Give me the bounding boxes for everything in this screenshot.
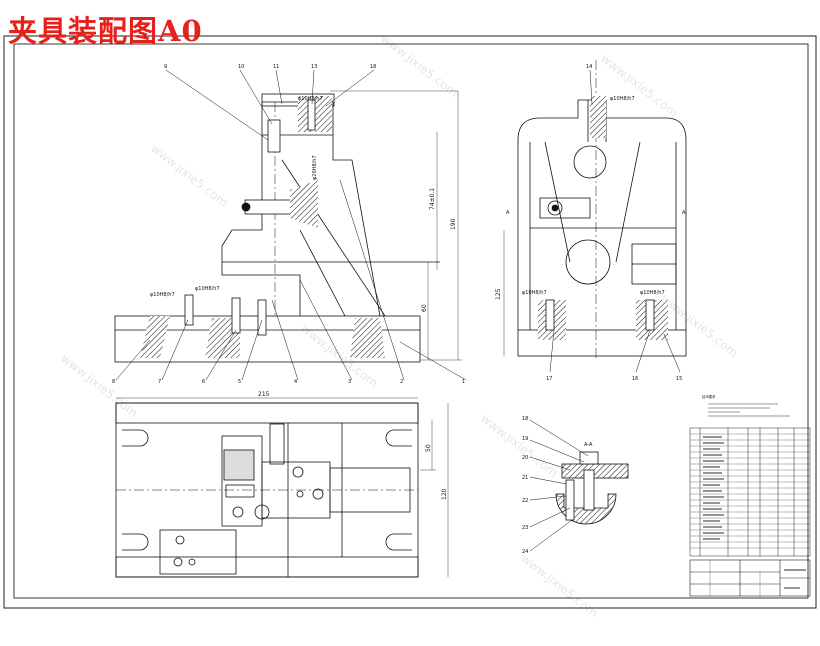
- notes-title: 技术要求: [702, 394, 716, 399]
- section-mark: A: [506, 210, 510, 216]
- callout-19: 19: [522, 436, 528, 442]
- technical-notes: 技术要求: [702, 394, 790, 417]
- side-view-labels: 14 φ10H8/h7 φ10H8/h7 φ10H8/h7 A A 125 17…: [495, 64, 686, 382]
- dimension: 60: [421, 304, 428, 312]
- callout-10: 10: [238, 64, 244, 70]
- dimension: 120: [441, 488, 448, 500]
- plan-view: [115, 397, 449, 578]
- callout-8: 8: [112, 379, 115, 385]
- callout-15: 15: [676, 376, 682, 382]
- section-title: A-A: [584, 442, 593, 448]
- dimension: 215: [258, 391, 270, 398]
- callout-5: 5: [238, 379, 241, 385]
- watermark: www.jixie5.com: [378, 31, 460, 100]
- drawing-title: 夹具装配图A0: [8, 14, 203, 48]
- callout-3: 3: [348, 379, 351, 385]
- callout-18: 18: [370, 64, 376, 70]
- callout-11: 11: [273, 64, 279, 70]
- callout-23: 23: [522, 525, 528, 531]
- callout-24: 24: [522, 549, 528, 555]
- section-view-labels: A-A 18 19 20 21 22 23 24: [522, 416, 593, 555]
- fit-label: φ10H8/h7: [610, 96, 635, 102]
- watermark: www.jixie5.com: [478, 411, 560, 480]
- watermark: www.jixie5.com: [598, 51, 680, 120]
- title-block: [689, 559, 811, 597]
- dimension: 74±0.1: [429, 188, 436, 210]
- watermark: www.jixie5.com: [518, 551, 600, 620]
- callout-17: 17: [546, 376, 552, 382]
- callout-18: 18: [522, 416, 528, 422]
- front-view: [114, 69, 467, 381]
- bom-table: [689, 427, 811, 557]
- callout-14: 14: [586, 64, 592, 70]
- side-view: [503, 60, 687, 373]
- watermark: www.jixie5.com: [148, 141, 230, 210]
- section-view: [529, 419, 629, 552]
- callout-13: 13: [311, 64, 317, 70]
- callout-22: 22: [522, 498, 528, 504]
- plan-view-labels: 215 50 120: [258, 391, 448, 500]
- inner-border: [13, 43, 809, 599]
- fit-label: φ10H8/h7: [640, 290, 665, 296]
- dimension: 190: [450, 218, 457, 230]
- fit-label: φ10H8/h7: [522, 290, 547, 296]
- section-mark: A: [682, 210, 686, 216]
- fit-label: φ20H8/h7: [312, 155, 318, 180]
- dimension: 125: [495, 288, 502, 300]
- fit-label: φ10H8/h7: [150, 292, 175, 298]
- callout-6: 6: [202, 379, 205, 385]
- callout-7: 7: [158, 379, 161, 385]
- callout-16: 16: [632, 376, 638, 382]
- fit-label: φ10H8/h7: [195, 286, 220, 292]
- front-view-labels: 9 10 11 13 18 φ10H8/h7 φ20H8/h7 φ10H8/h7…: [112, 64, 465, 385]
- callout-4: 4: [294, 379, 297, 385]
- callout-21: 21: [522, 475, 528, 481]
- callout-9: 9: [164, 64, 167, 70]
- fit-label: φ10H8/h7: [298, 96, 323, 102]
- callout-2: 2: [400, 379, 403, 385]
- dimension: 50: [425, 444, 432, 452]
- outer-border: [3, 35, 817, 609]
- callout-20: 20: [522, 455, 528, 461]
- callout-1: 1: [462, 379, 465, 385]
